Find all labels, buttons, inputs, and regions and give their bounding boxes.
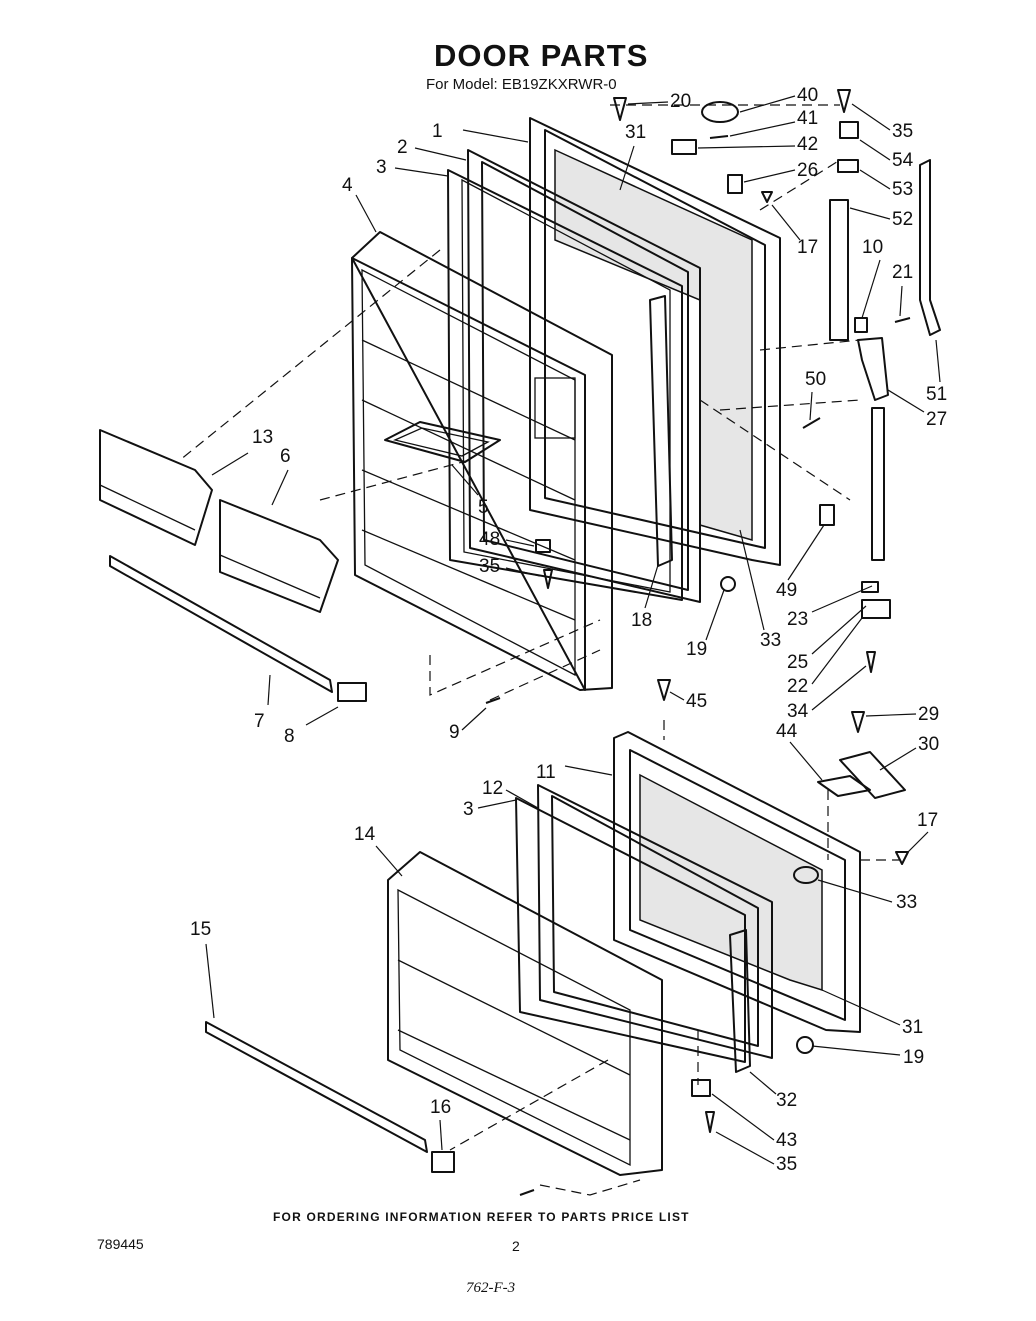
callout-41: 41 [797, 108, 818, 129]
callout-35c: 35 [776, 1154, 797, 1175]
callout-34: 34 [787, 701, 809, 722]
lower-trim-strip [205, 1021, 428, 1153]
callout-50: 50 [805, 369, 826, 390]
upper-inner-liner [351, 231, 613, 691]
callout-33: 33 [760, 630, 781, 651]
lower-hinge-cover-strip [729, 929, 751, 1073]
callout-10: 10 [862, 237, 883, 258]
callout-13: 13 [252, 427, 273, 448]
butter-compartment [384, 421, 501, 463]
upper-screws [485, 89, 911, 704]
callout-6: 6 [280, 446, 291, 467]
callout-35b: 35 [479, 556, 500, 577]
callout-17b: 17 [917, 810, 938, 831]
callout-30: 30 [918, 734, 939, 755]
upper-outer-door-panel [529, 117, 781, 566]
lower-inner-liner [387, 851, 663, 1176]
callout-1: 1 [432, 121, 443, 142]
callout-26: 26 [797, 160, 818, 181]
callout-31: 31 [625, 122, 646, 143]
callout-45: 45 [686, 691, 707, 712]
callout-3: 3 [376, 157, 387, 178]
callout-20: 20 [670, 91, 691, 112]
callout-31b: 31 [902, 1017, 923, 1038]
lower-right-hardware [519, 679, 909, 1196]
callout-27: 27 [926, 409, 947, 430]
document-number: 789445 [97, 1236, 144, 1252]
upper-hinge-cover-strip [649, 295, 673, 567]
callout-21: 21 [892, 262, 913, 283]
callout-25: 25 [787, 652, 808, 673]
callout-32: 32 [776, 1090, 797, 1111]
callout-16: 16 [430, 1097, 451, 1118]
callout-19: 19 [686, 639, 707, 660]
callout-44: 44 [776, 721, 798, 742]
page-number: 2 [512, 1238, 520, 1254]
callout-43: 43 [776, 1130, 797, 1151]
callout-3b: 3 [463, 799, 474, 820]
callout-22: 22 [787, 676, 808, 697]
callout-53: 53 [892, 179, 913, 200]
callout-11: 11 [536, 762, 556, 783]
callout-14: 14 [354, 824, 376, 845]
lower-trim-end-cap [431, 1151, 455, 1173]
callout-33b: 33 [896, 892, 917, 913]
callout-9: 9 [449, 722, 460, 743]
lower-door-frame [537, 784, 773, 1059]
upper-door-bin-6 [219, 499, 339, 613]
upper-right-hardware [671, 101, 941, 619]
callout-18: 18 [631, 610, 652, 631]
lower-outer-door-panel [613, 731, 861, 1033]
callout-8: 8 [284, 726, 295, 747]
callout-7: 7 [254, 711, 265, 732]
callout-23: 23 [787, 609, 808, 630]
callout-5: 5 [478, 497, 489, 518]
callout-12: 12 [482, 778, 503, 799]
lower-door-gasket [515, 797, 746, 1063]
callout-2: 2 [397, 137, 408, 158]
upper-door-frame [467, 149, 701, 603]
callout-42: 42 [797, 134, 818, 155]
callout-29: 29 [918, 704, 939, 725]
callout-4: 4 [342, 175, 353, 196]
upper-trim-strip [109, 555, 333, 693]
callout-51: 51 [926, 384, 947, 405]
callout-49: 49 [776, 580, 797, 601]
callout-52: 52 [892, 209, 913, 230]
callout-54: 54 [892, 150, 914, 171]
page-title: DOOR PARTS [434, 38, 649, 73]
upper-door-bin-13 [99, 429, 213, 546]
model-subtitle: For Model: EB19ZKXRWR-0 [426, 76, 617, 93]
callout-15: 15 [190, 919, 211, 940]
callout-35: 35 [892, 121, 913, 142]
ordering-note: FOR ORDERING INFORMATION REFER TO PARTS … [273, 1210, 690, 1224]
callout-19b: 19 [903, 1047, 924, 1068]
callout-labels: 1 2 3 4 5 6 7 8 9 10 11 12 3 13 14 15 16… [190, 85, 947, 1175]
upper-door-gasket [447, 169, 683, 601]
callout-40: 40 [797, 85, 818, 106]
handwritten-note: 762-F-3 [466, 1280, 516, 1296]
callout-48: 48 [479, 529, 500, 550]
callout-17: 17 [797, 237, 818, 258]
upper-trim-end-cap [337, 682, 367, 702]
